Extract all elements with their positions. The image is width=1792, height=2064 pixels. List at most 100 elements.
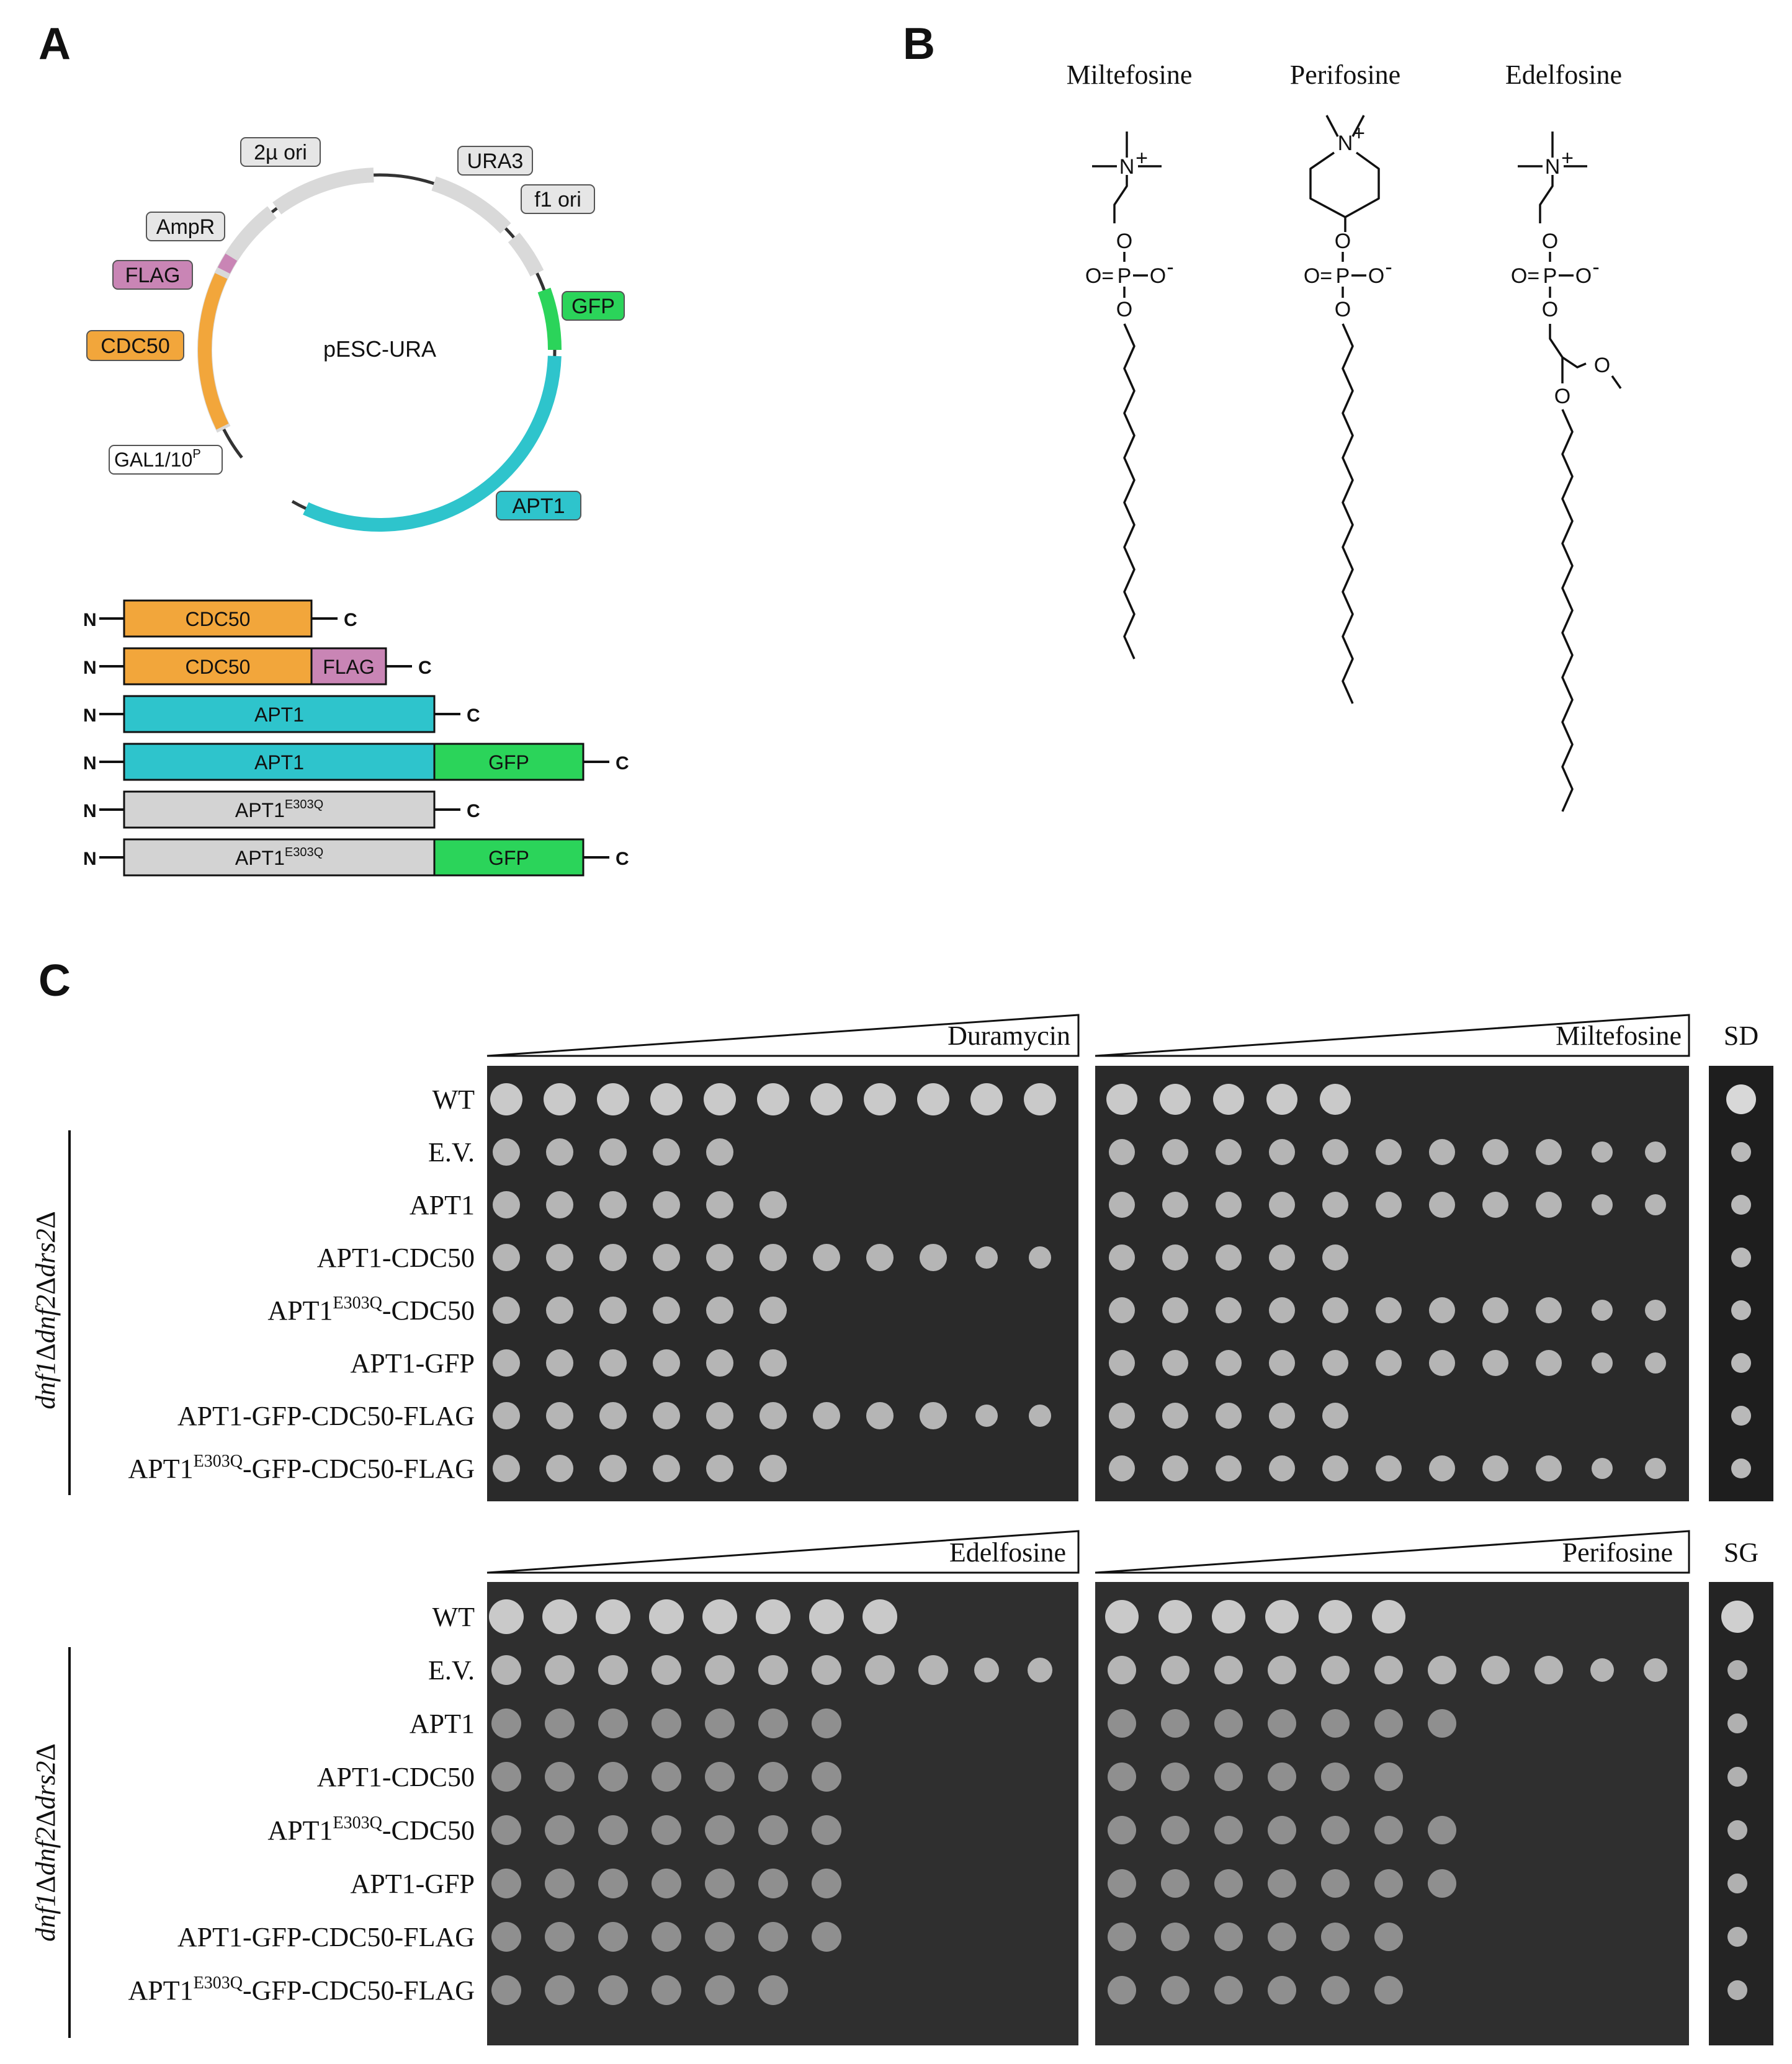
construct-segment-label: CDC50 bbox=[186, 608, 251, 630]
colony-spot bbox=[758, 1869, 788, 1898]
colony-spot bbox=[1214, 1762, 1243, 1791]
colony-spot bbox=[1160, 1084, 1191, 1115]
milt-phosphate-o-top: O bbox=[1116, 230, 1132, 253]
colony-spot bbox=[705, 1655, 735, 1685]
colony-spot bbox=[1645, 1141, 1666, 1163]
colony-spot bbox=[491, 1709, 521, 1738]
n-terminus-label: N bbox=[83, 705, 97, 726]
colony-spot bbox=[812, 1869, 841, 1898]
milt-phosphate-p: P bbox=[1118, 264, 1132, 288]
colony-spot bbox=[491, 1655, 521, 1685]
colony-spot bbox=[1109, 1350, 1135, 1376]
feature-label-gal: GAL1/10P bbox=[109, 445, 223, 475]
feature-label-flag: FLAG bbox=[112, 260, 193, 290]
edel-ammonium-plus: + bbox=[1561, 146, 1574, 170]
colony-spot bbox=[1269, 1403, 1295, 1429]
colony-spot bbox=[706, 1138, 733, 1166]
colony-spot bbox=[812, 1815, 841, 1845]
strain-label: APT1-GFP bbox=[351, 1348, 475, 1378]
colony-spot bbox=[866, 1402, 894, 1429]
colony-spot bbox=[1214, 1816, 1243, 1844]
compound-structures: Miltefosine Perifosine Edelfosine N+OO=P… bbox=[1067, 60, 1622, 812]
colony-spot bbox=[705, 1815, 735, 1845]
drug-label-perifosine: Perifosine bbox=[1562, 1537, 1673, 1568]
colony-spot bbox=[975, 1246, 998, 1269]
colony-spot bbox=[1216, 1350, 1242, 1376]
strain-label: APT1 bbox=[410, 1709, 475, 1739]
colony-spot bbox=[544, 1083, 576, 1115]
strain-label: APT1-GFP-CDC50-FLAG bbox=[177, 1922, 475, 1952]
peri-phosphate-o-neg: O bbox=[1368, 264, 1384, 288]
sd-control-spot bbox=[1726, 1084, 1756, 1114]
colony-spot bbox=[975, 1405, 998, 1427]
c-terminus-label: C bbox=[616, 849, 629, 869]
colony-spot bbox=[1536, 1455, 1562, 1481]
n-terminus-label: N bbox=[83, 753, 97, 774]
compound-name-perifosine: Perifosine bbox=[1290, 60, 1400, 90]
colony-spot bbox=[1428, 1869, 1456, 1898]
plate-sg bbox=[1709, 1582, 1773, 2045]
genotype-label-top: dnf1Δdnf2Δdrs2Δ bbox=[30, 1211, 61, 1410]
arc-ura3 bbox=[431, 176, 511, 234]
feature-gfp-text: GFP bbox=[571, 295, 615, 318]
colony-spot bbox=[862, 1599, 897, 1634]
colony-spot bbox=[1321, 1709, 1350, 1738]
colony-spot bbox=[812, 1655, 841, 1685]
colony-spot bbox=[1162, 1350, 1188, 1376]
arc-f1 bbox=[508, 233, 544, 277]
drug-label-duramycin: Duramycin bbox=[948, 1021, 1070, 1051]
plate-perifosine bbox=[1095, 1582, 1689, 2045]
colony-spot bbox=[598, 1655, 628, 1685]
strain-label: APT1E303Q-CDC50 bbox=[267, 1293, 475, 1326]
n-terminus-label: N bbox=[83, 849, 97, 869]
feature-ampr-text: AmpR bbox=[156, 215, 215, 239]
colony-spot bbox=[1216, 1455, 1242, 1481]
colony-spot bbox=[598, 1922, 628, 1952]
construct-segment-label: CDC50 bbox=[186, 656, 251, 678]
colony-spot bbox=[1374, 1816, 1403, 1844]
construct-segment bbox=[123, 743, 436, 781]
construct-segment bbox=[123, 695, 436, 733]
peri-alkyl-chain bbox=[1342, 323, 1354, 704]
colony-spot bbox=[1322, 1139, 1348, 1165]
colony-spot bbox=[1482, 1192, 1508, 1218]
colony-spot bbox=[1376, 1455, 1402, 1481]
genotype-label-bottom: dnf1Δdnf2Δdrs2Δ bbox=[30, 1743, 61, 1942]
milt-phosphate-o-neg: O bbox=[1150, 264, 1166, 288]
colony-spot bbox=[702, 1599, 737, 1634]
colony-spot bbox=[546, 1138, 573, 1166]
milt-phosphate-minus: - bbox=[1167, 256, 1173, 279]
colony-spot bbox=[1322, 1350, 1348, 1376]
colony-spot bbox=[1482, 1350, 1508, 1376]
colony-spot bbox=[1428, 1656, 1456, 1684]
colony-spot bbox=[813, 1402, 840, 1429]
plate-miltefosine bbox=[1095, 1066, 1689, 1501]
compound-name-edelfosine: Edelfosine bbox=[1505, 60, 1622, 90]
colony-spot bbox=[652, 1709, 681, 1738]
edel-phosphate-o-neg: O bbox=[1575, 264, 1592, 288]
edel-phosphate-o-dbl: O= bbox=[1511, 264, 1539, 288]
feature-cdc50-text: CDC50 bbox=[101, 334, 169, 358]
colony-spot bbox=[493, 1455, 520, 1482]
colony-spot bbox=[706, 1455, 733, 1482]
colony-spot bbox=[1376, 1139, 1402, 1165]
colony-spot bbox=[1645, 1458, 1666, 1479]
colony-spot bbox=[812, 1709, 841, 1738]
colony-spot bbox=[491, 1815, 521, 1845]
peri-phosphate-p: P bbox=[1336, 264, 1350, 288]
colony-spot bbox=[1162, 1244, 1188, 1271]
feature-label-gfp: GFP bbox=[562, 291, 625, 321]
colony-spot bbox=[491, 1922, 521, 1952]
colony-spot bbox=[596, 1599, 630, 1634]
construct-segment-label: GFP bbox=[488, 751, 529, 774]
gradient-wedge-perifosine: Perifosine bbox=[1095, 1530, 1690, 1574]
plasmid-feature-arcs bbox=[197, 168, 562, 532]
colony-spot bbox=[1321, 1923, 1350, 1951]
colony-spot bbox=[920, 1402, 947, 1429]
feature-label-2mu: 2µ ori bbox=[240, 137, 321, 167]
colony-spot bbox=[758, 1922, 788, 1952]
colony-spot bbox=[598, 1709, 628, 1738]
colony-spot bbox=[1321, 1869, 1350, 1898]
feature-label-apt1: APT1 bbox=[496, 491, 581, 520]
colony-spot bbox=[706, 1191, 733, 1218]
